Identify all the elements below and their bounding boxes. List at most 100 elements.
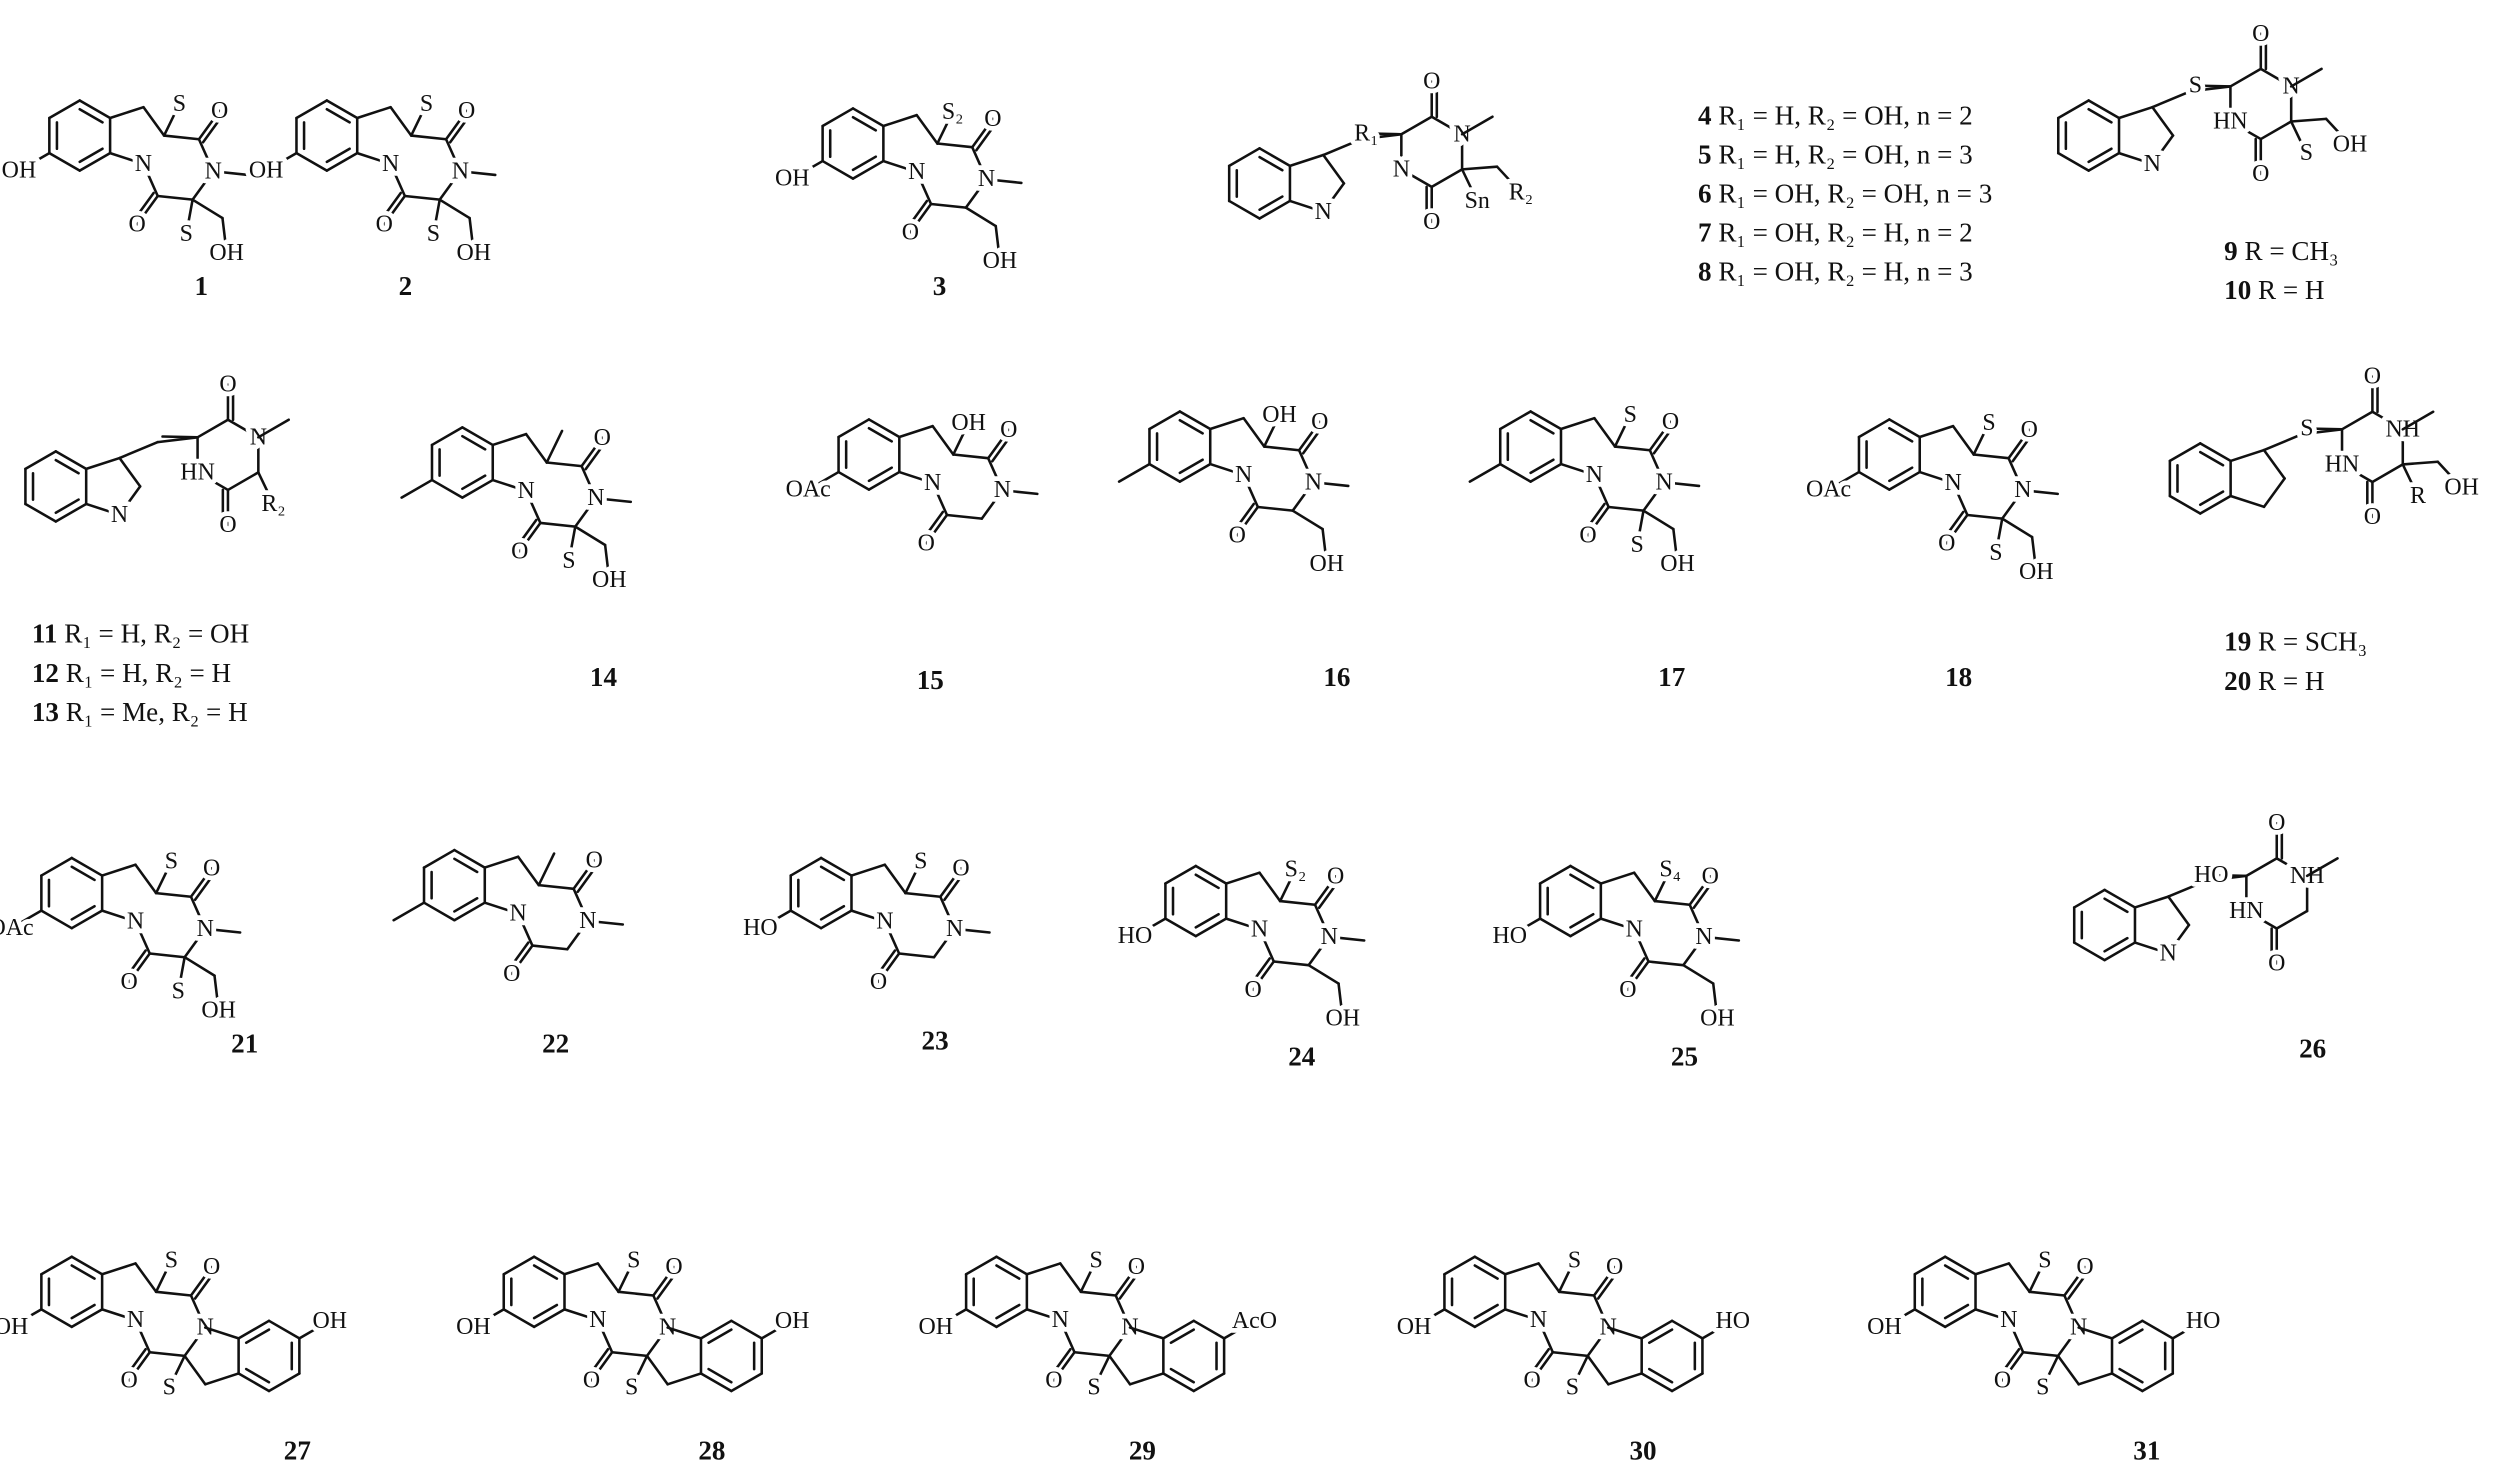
atom-label: N xyxy=(127,1307,144,1333)
atom-label: N xyxy=(1251,916,1268,942)
atom-label: R₂ xyxy=(1509,179,1533,205)
bond xyxy=(502,1255,536,1276)
bond xyxy=(84,502,121,517)
bond xyxy=(2168,442,2202,463)
bond xyxy=(2262,432,2304,452)
compound-number: 18 xyxy=(1945,662,1972,692)
bond xyxy=(1508,917,1542,938)
bond xyxy=(1313,875,1337,907)
bond xyxy=(1702,935,1741,942)
bond xyxy=(1648,420,1672,452)
bond xyxy=(203,927,242,934)
bond xyxy=(1653,868,1672,903)
bond xyxy=(1647,960,1685,967)
bond xyxy=(580,436,604,468)
atom-label: O xyxy=(2252,21,2269,47)
bond xyxy=(1162,1319,1196,1340)
bond xyxy=(699,1319,733,1340)
bond xyxy=(2229,67,2263,88)
bond xyxy=(154,860,173,895)
bond xyxy=(1672,527,1679,566)
bond xyxy=(1526,1347,1550,1379)
atom-label: OH xyxy=(0,1314,28,1340)
bond xyxy=(666,1326,703,1340)
bond xyxy=(148,1350,186,1358)
bond xyxy=(985,177,1023,185)
atom-label: S xyxy=(165,849,178,875)
bond xyxy=(1997,1347,2021,1379)
bond xyxy=(1194,917,1228,938)
bond xyxy=(1607,505,1645,512)
bond xyxy=(590,1350,614,1382)
bond xyxy=(483,855,520,869)
bond xyxy=(806,470,840,491)
atom-label: N xyxy=(946,916,963,942)
bond xyxy=(1593,416,1617,448)
bond xyxy=(1208,416,1245,431)
bond xyxy=(422,848,456,869)
atom-label: R xyxy=(2410,483,2426,509)
bond xyxy=(1495,165,1523,194)
bond xyxy=(851,107,885,128)
bond xyxy=(883,920,901,955)
bond xyxy=(325,147,351,164)
bond xyxy=(1688,875,1712,907)
bond xyxy=(1247,957,1271,989)
atom-label: O xyxy=(128,211,145,237)
atom-label: S₂ xyxy=(1285,857,1307,883)
atom-label: Sn xyxy=(1465,188,1490,214)
atom-label: OH xyxy=(1700,1005,1735,1031)
bond xyxy=(1194,864,1228,885)
bond xyxy=(1227,199,1261,220)
atom-label: S xyxy=(2038,1247,2051,1273)
compound-number: 13 xyxy=(32,697,59,727)
compound-label: 21 xyxy=(231,1029,258,1059)
bond xyxy=(1258,147,1292,168)
atom-label: O xyxy=(2268,810,2285,836)
bond xyxy=(1688,903,1706,939)
substituent-definition: R₁ = OH, R₂ = H, n = 2 xyxy=(1712,218,1973,248)
atom-label: OH xyxy=(249,158,284,184)
bond xyxy=(1192,1319,1226,1340)
bond xyxy=(131,191,155,223)
bond xyxy=(78,151,112,172)
atom-label: OH xyxy=(2019,559,2054,585)
atom-label: OH xyxy=(1262,402,1297,428)
atom-label: O xyxy=(511,538,528,564)
bond xyxy=(2198,450,2225,467)
bond xyxy=(603,543,611,582)
bond xyxy=(2087,107,2113,124)
bond xyxy=(851,155,878,172)
bond xyxy=(2011,431,2035,463)
bond xyxy=(2133,895,2170,909)
atom-label: S xyxy=(1989,540,2002,566)
bond xyxy=(453,857,479,874)
atom-label: S₄ xyxy=(1659,857,1681,883)
bond xyxy=(995,1308,1029,1329)
bond xyxy=(821,159,855,180)
compound-number: 4 xyxy=(1698,100,1712,130)
bond xyxy=(325,151,359,172)
bond xyxy=(596,1262,620,1294)
bond xyxy=(566,919,590,951)
compound-label: 23 xyxy=(922,1025,949,1055)
compound-label: 10 R = H xyxy=(2224,275,2324,305)
atom-label: N xyxy=(1235,462,1252,488)
bond xyxy=(1635,509,1645,547)
atom-label: R₂ xyxy=(261,491,285,517)
bond xyxy=(2210,873,2248,878)
bond xyxy=(1118,1268,1142,1300)
bond xyxy=(430,426,464,447)
bond xyxy=(1322,153,1346,185)
bond xyxy=(2067,1268,2091,1300)
bond xyxy=(980,488,1004,520)
atom-label: O xyxy=(1045,1368,1062,1394)
bond xyxy=(532,1255,566,1276)
bond xyxy=(1682,963,1715,985)
bond xyxy=(1242,416,1266,448)
bond xyxy=(1169,1328,1196,1345)
bond xyxy=(193,870,218,902)
atom-label: S xyxy=(627,1247,640,1273)
